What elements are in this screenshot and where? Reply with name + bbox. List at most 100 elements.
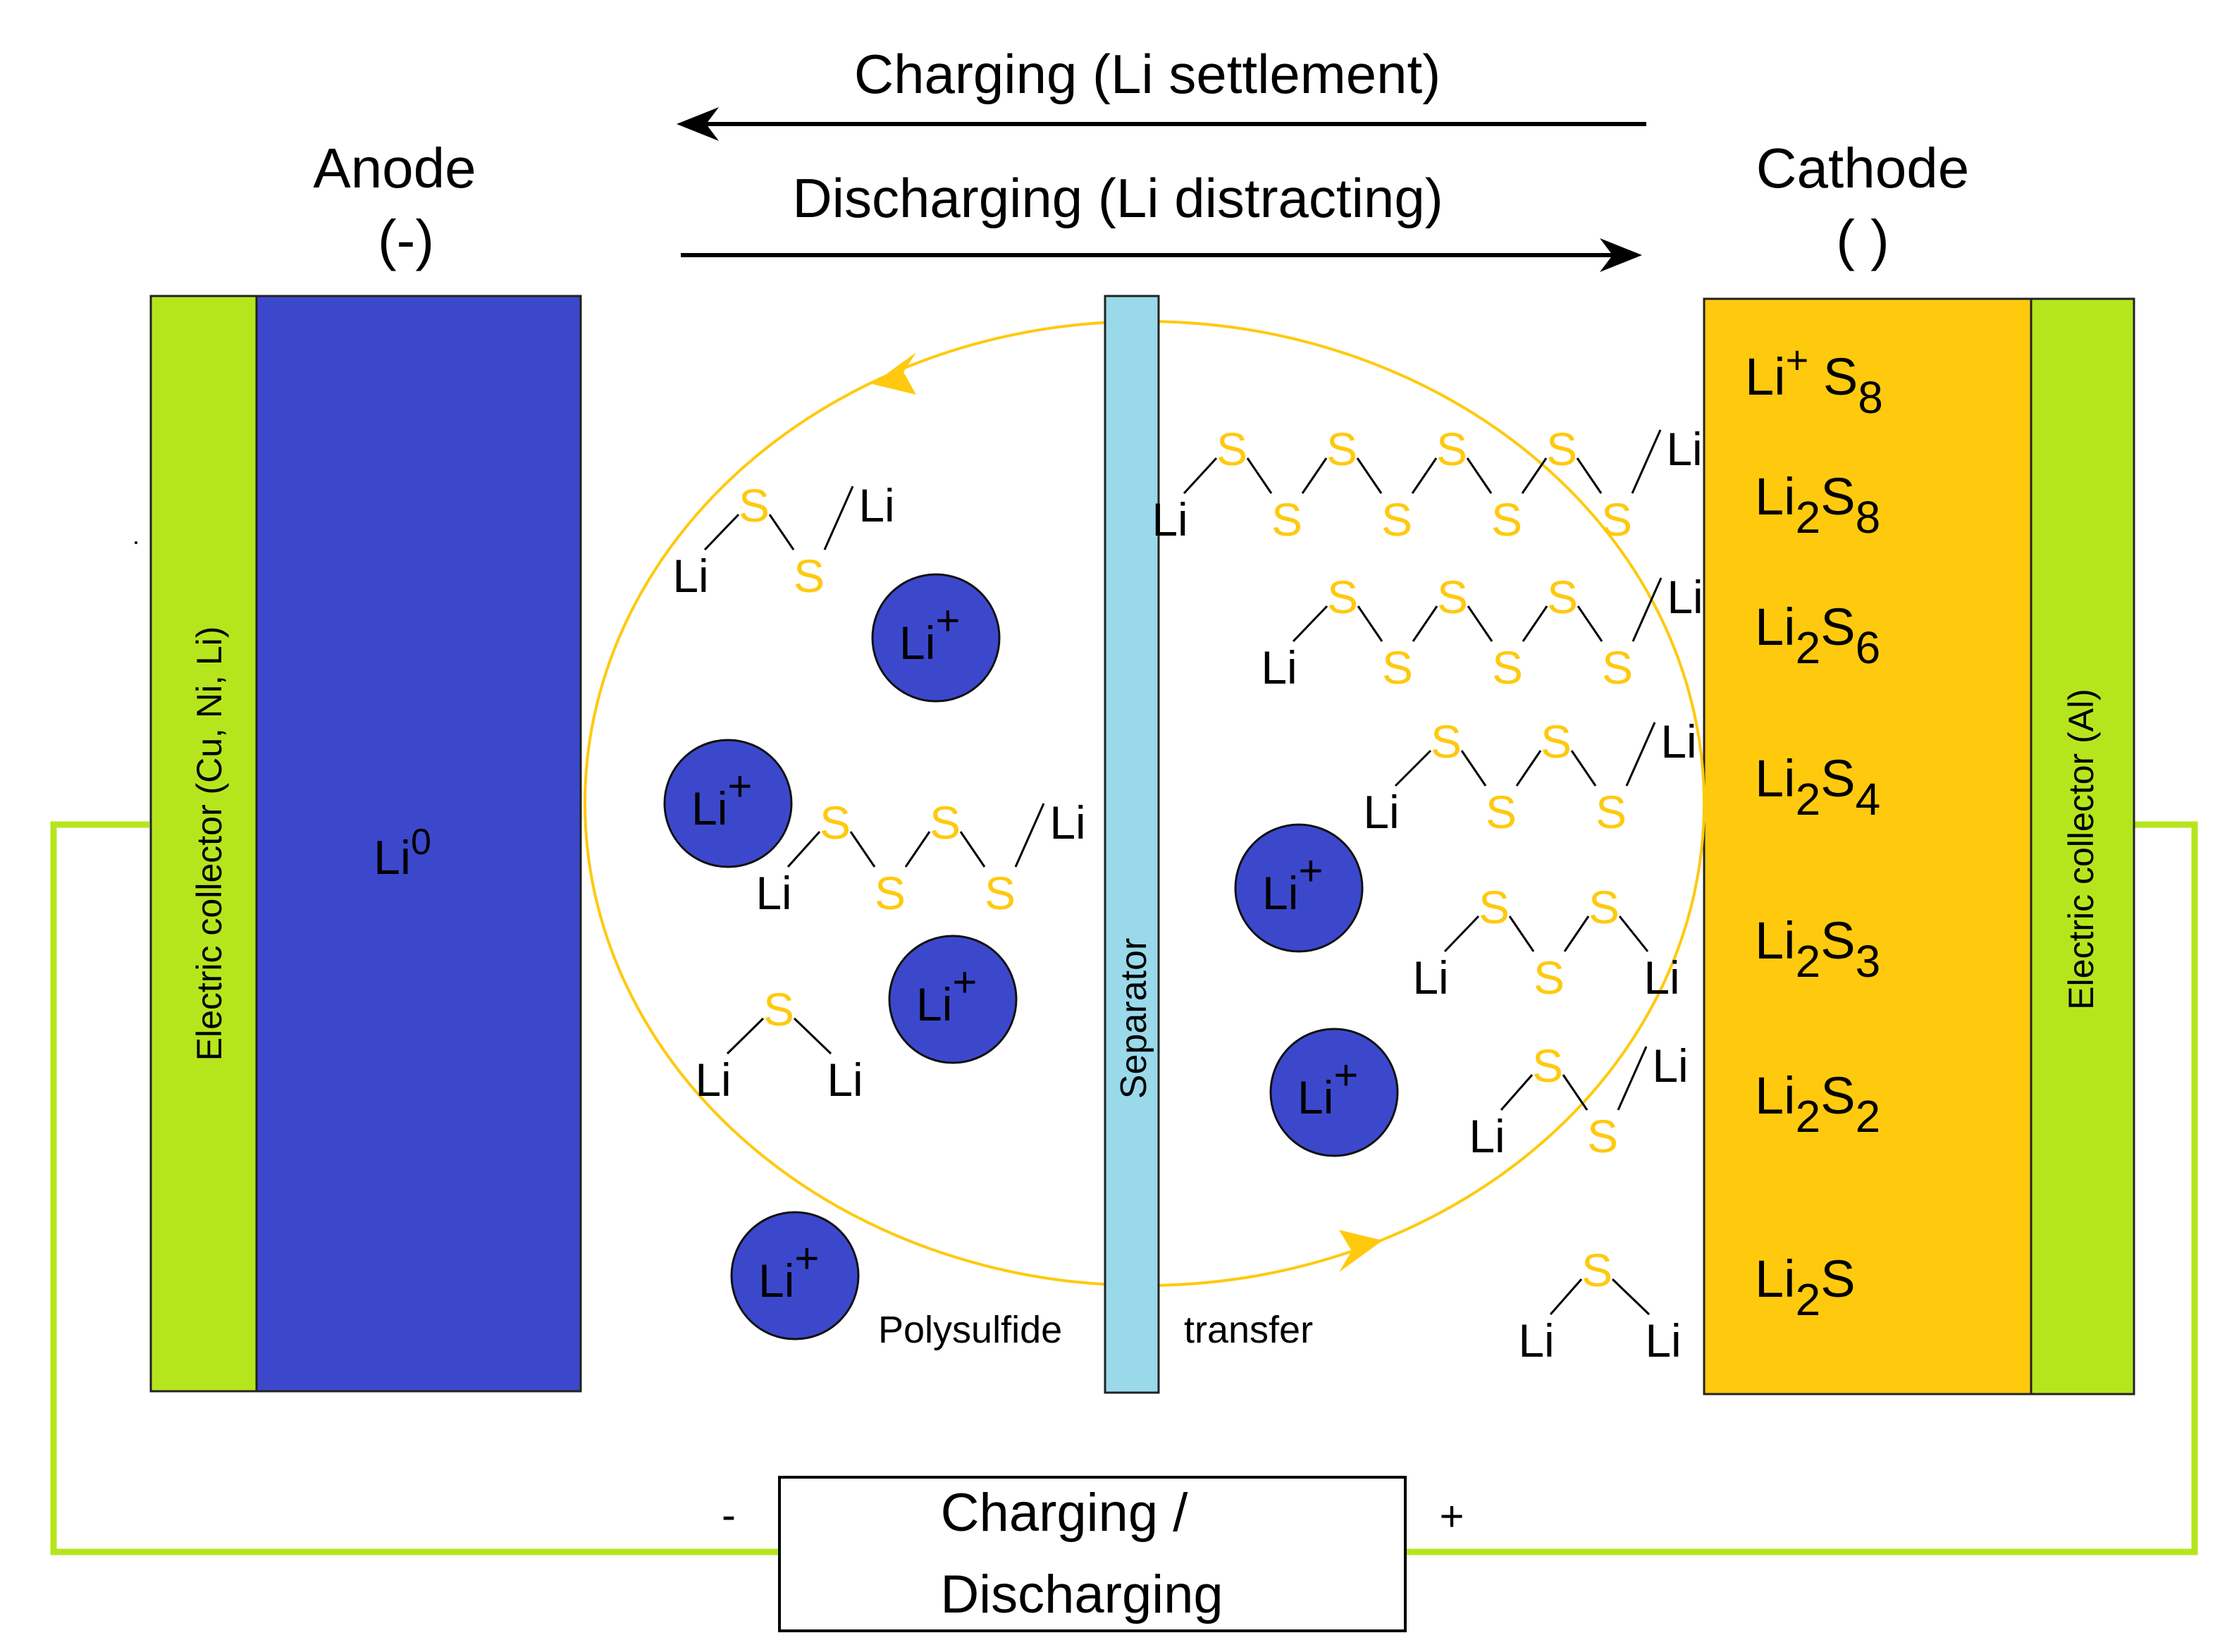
bond (1412, 605, 1438, 642)
bond (1500, 1074, 1534, 1111)
bond (959, 831, 986, 868)
s-atom: S (1587, 1110, 1618, 1162)
li-ion-circle (888, 935, 1018, 1064)
s-atom: S (739, 479, 770, 531)
s-atom: S (1216, 423, 1247, 475)
li-atom: Li (1660, 715, 1696, 768)
li-atom: Li (827, 1054, 863, 1106)
bond (1411, 457, 1438, 494)
s-atom: S (1326, 423, 1357, 475)
li-atom: Li (1152, 493, 1188, 545)
loop-arrowhead-bottom (1339, 1230, 1383, 1272)
s-atom: S (1596, 786, 1627, 838)
charging-discharging-box (778, 1476, 1407, 1632)
bond (1577, 605, 1603, 642)
s-atom: S (875, 867, 906, 919)
li-ion-circle (730, 1211, 860, 1340)
li-atom: Li (1643, 951, 1679, 1004)
li-atom: Li (1645, 1314, 1681, 1367)
li-ion-label: Li+ (758, 1235, 819, 1307)
li-atom: Li (695, 1054, 731, 1106)
li-ion-4: Li+ (1269, 1028, 1399, 1157)
bond (1356, 457, 1383, 494)
s-atom: S (1491, 493, 1522, 545)
stray-dot (135, 541, 137, 544)
s-atom: S (930, 796, 961, 849)
charging-arrow-label: Charging (Li settlement) (854, 43, 1441, 105)
bond (793, 1017, 832, 1055)
cathode-species-5: Li2S2 (1755, 1066, 1880, 1142)
li-ion-circle (1234, 823, 1364, 953)
circuit-minus-sign: - (722, 1491, 736, 1539)
cathode-sign: ( ) (1836, 209, 1889, 271)
s-atom: S (1431, 715, 1462, 768)
cathode-species-2: Li2S6 (1755, 598, 1880, 673)
s-atom: S (1602, 641, 1633, 694)
li-atom: Li (1049, 796, 1085, 849)
s-atom: S (763, 983, 794, 1035)
bond (1508, 916, 1535, 952)
bond (726, 1017, 765, 1055)
s-atom: S (1601, 493, 1632, 545)
bond (904, 831, 931, 868)
li-atom: Li (672, 550, 708, 602)
bond (1443, 915, 1480, 953)
separator (1104, 295, 1160, 1394)
s-atom: S (1271, 493, 1302, 545)
discharging-arrow-label: Discharging (Li distracting) (792, 167, 1443, 229)
bond (1563, 916, 1590, 952)
li-atom: Li (858, 479, 894, 531)
circuit-label-line2: Discharging (940, 1565, 1223, 1625)
s-atom: S (1327, 571, 1358, 623)
bond (1467, 605, 1493, 642)
bond (1246, 457, 1273, 494)
bond (768, 514, 795, 550)
li-atom: Li (1363, 786, 1399, 838)
cathode-species-1: Li2S8 (1755, 467, 1880, 543)
bond (1611, 1278, 1651, 1316)
s-atom: S (1479, 881, 1510, 933)
s-atom: S (1437, 571, 1468, 623)
s-atom: S (1546, 423, 1577, 475)
li-ion-3: Li+ (1234, 823, 1364, 953)
bond (1549, 1278, 1583, 1315)
external-circuit-wire-right (1402, 821, 2198, 1555)
s-atom: S (1436, 423, 1467, 475)
bond (1466, 457, 1493, 494)
s-atom: S (1381, 493, 1412, 545)
bond (1562, 1074, 1589, 1111)
circuit-label-line1: Charging / (941, 1483, 1189, 1543)
li-ion-2: Li+ (888, 935, 1018, 1064)
li-atom: Li (1412, 951, 1448, 1004)
bond (1631, 429, 1662, 494)
bond (1301, 457, 1328, 494)
li-atom: Li (1469, 1110, 1505, 1162)
li-atom: Li (755, 867, 791, 919)
cathode-species-0: Li+ S8 (1745, 338, 1883, 423)
cathode-collector (2030, 297, 2135, 1395)
s-atom: S (1581, 1244, 1612, 1296)
bond (1625, 722, 1656, 787)
li-atom: Li (1652, 1040, 1688, 1092)
bond (823, 486, 854, 550)
lithium-ions: Li+Li+Li+Li+Li+Li+ (663, 573, 1399, 1340)
bond (849, 831, 876, 868)
transfer-label: transfer (1184, 1309, 1313, 1351)
bond (1460, 750, 1487, 787)
cathode-species-4: Li2S3 (1755, 911, 1880, 987)
anode-collector-label: Electric collector (Cu, Ni, Li) (190, 627, 229, 1061)
cathode-species-3: Li2S4 (1755, 749, 1880, 825)
circuit-plus-sign: + (1439, 1493, 1464, 1540)
bond (703, 513, 740, 551)
bond (1394, 749, 1432, 787)
s-atom: S (794, 550, 825, 602)
li-ion-label: Li+ (1297, 1052, 1358, 1123)
bond (1570, 750, 1597, 787)
